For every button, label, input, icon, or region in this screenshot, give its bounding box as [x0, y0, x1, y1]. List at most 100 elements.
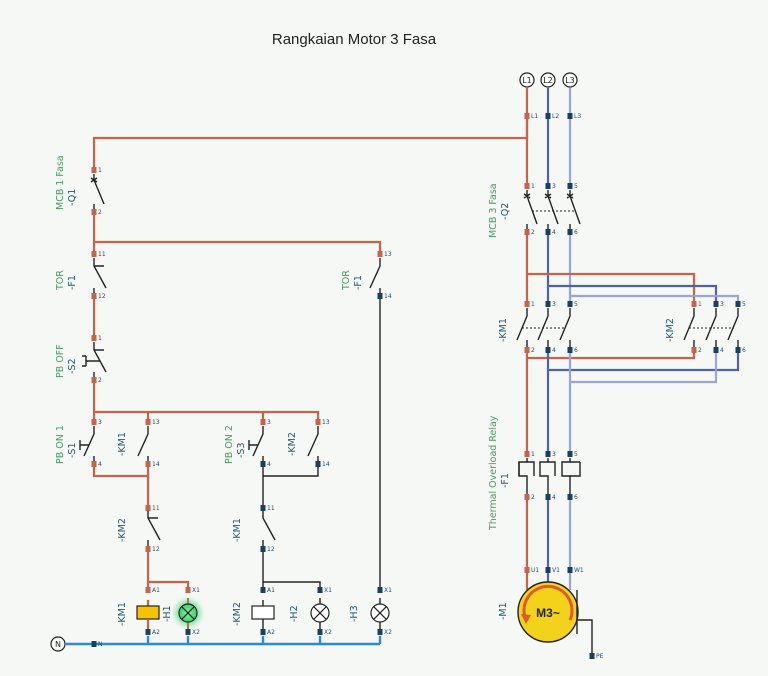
supply-l2-label: L2 [543, 76, 553, 85]
pin-label: X1 [324, 587, 332, 594]
pb-on2-s3[interactable]: PB ON 2 -S3 [224, 425, 264, 464]
tor-right-tag-label: -F1 [353, 275, 364, 290]
km1-interlock-tag-label: -KM1 [232, 518, 243, 542]
pb-off-type-label: PB OFF [55, 344, 66, 378]
km2-coil: -KM2 [232, 602, 275, 626]
h2-tag-label: -H2 [289, 605, 300, 622]
terminal [91, 461, 97, 467]
terminal [317, 587, 323, 593]
km1-hold-tag-label: -KM1 [117, 432, 128, 456]
pin-label: 3 [552, 183, 556, 190]
terminal [317, 629, 323, 635]
terminal [260, 505, 266, 511]
pb-on1-tag-label: -S1 [67, 442, 78, 458]
pin-label: 6 [574, 494, 578, 501]
pin-label: 11 [267, 505, 275, 512]
terminal [377, 293, 383, 299]
supply-terminals: L1 L2 L3 N [50, 72, 578, 652]
terminal [145, 546, 151, 552]
pb-off-s2[interactable]: PB OFF -S2 [55, 342, 107, 378]
terminal [145, 461, 151, 467]
terminal [91, 251, 97, 257]
km2-interlock-tag-label: -KM2 [117, 518, 128, 542]
lamp-h1: -H1 [162, 600, 201, 626]
supply-l3 [562, 72, 578, 88]
km2-hold-contact: -KM2 [287, 426, 319, 462]
terminal [145, 419, 151, 425]
terminal [545, 451, 551, 457]
q1-type-label: MCB 1 Fasa [55, 155, 66, 210]
pin-label: N [98, 641, 103, 648]
terminal [145, 629, 151, 635]
terminal [377, 629, 383, 635]
control-wiring [66, 116, 529, 646]
terminal [567, 301, 573, 307]
terminal [545, 183, 551, 189]
terminal [260, 629, 266, 635]
tor-f1-left[interactable]: TOR -F1 [55, 258, 107, 294]
terminal [315, 419, 321, 425]
motor-label: M3~ [536, 606, 560, 620]
terminal [735, 301, 741, 307]
supply-l2 [540, 72, 556, 88]
pin-label: X1 [384, 587, 392, 594]
pin-label: 5 [574, 451, 578, 458]
supply-l1 [519, 72, 535, 88]
pin-label: 3 [552, 451, 556, 458]
pin-label: V1 [552, 567, 560, 574]
km1-hold-contact: -KM1 [117, 426, 149, 462]
pin-label: 14 [384, 293, 392, 300]
pin-label: 4 [98, 461, 102, 468]
terminal [567, 183, 573, 189]
mcb-q1[interactable]: MCB 1 Fasa -Q1 [55, 155, 105, 210]
km2-hold-tag-label: -KM2 [287, 432, 298, 456]
terminal [691, 301, 697, 307]
terminal [567, 494, 573, 500]
pin-label: 3 [720, 301, 724, 308]
terminal [377, 587, 383, 593]
pin-label: 12 [267, 546, 275, 553]
pin-label: A2 [267, 629, 275, 636]
pin-label: 14 [152, 461, 160, 468]
tor-left-tag-label: -F1 [67, 275, 78, 290]
pin-label: 13 [384, 251, 392, 258]
overload-tag-label: -F1 [500, 473, 511, 488]
terminal [524, 567, 530, 573]
tor-f1-right[interactable]: TOR -F1 [341, 258, 381, 294]
pin-label: 5 [574, 301, 578, 308]
pin-label: X2 [384, 629, 392, 636]
q2-tag-label: -Q2 [500, 203, 511, 220]
km2-main-tag-label: -KM2 [665, 318, 676, 342]
terminal [260, 419, 266, 425]
terminal [185, 629, 191, 635]
supply-n [50, 636, 66, 652]
pin-label: 5 [742, 301, 746, 308]
pb-on1-type-label: PB ON 1 [55, 425, 66, 464]
km2-interlock-contact: -KM2 [117, 510, 161, 547]
terminal [567, 113, 573, 119]
pin-label: 4 [720, 347, 724, 354]
h1-tag-label: -H1 [162, 605, 173, 622]
motor-tag-label: -M1 [498, 602, 509, 620]
km1-main-tag-label: -KM1 [498, 318, 509, 342]
pin-label: 2 [98, 209, 102, 216]
pin-label: 6 [574, 229, 578, 236]
pin-label: 3 [267, 419, 271, 426]
pin-label: L1 [531, 113, 538, 120]
pin-label: 2 [698, 347, 702, 354]
terminal [567, 567, 573, 573]
thermal-overload-relay: Thermal Overload Relay -F1 [488, 415, 581, 531]
terminal [524, 301, 530, 307]
pin-label: 14 [322, 461, 330, 468]
terminal [567, 451, 573, 457]
supply-l3-label: L3 [565, 76, 575, 85]
km2-main-contacts: -KM2 [665, 308, 739, 348]
pb-on1-s1[interactable]: PB ON 1 -S1 [55, 425, 95, 464]
terminal [260, 546, 266, 552]
terminal-markers [91, 113, 741, 659]
diagram-title: Rangkaian Motor 3 Fasa [272, 31, 437, 48]
terminal [589, 653, 595, 659]
terminal [691, 347, 697, 353]
lamp-h3: -H3 [349, 603, 390, 623]
pin-label: 6 [574, 347, 578, 354]
